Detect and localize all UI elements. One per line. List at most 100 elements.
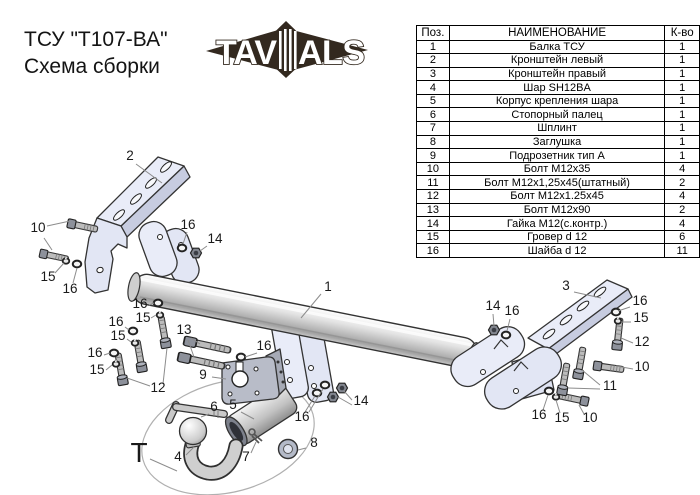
detail-view-label: Т — [130, 437, 147, 468]
title-line-1: ТСУ "Т107-ВА" — [24, 28, 168, 51]
leader-line — [199, 245, 208, 252]
callout-3: 3 — [562, 278, 570, 293]
washer-16 — [500, 330, 512, 340]
washer-16 — [543, 386, 555, 396]
leader-line — [148, 302, 155, 306]
callout-16: 16 — [132, 296, 147, 311]
callout-7: 7 — [242, 449, 250, 464]
leader-line — [190, 337, 201, 345]
leader-line — [126, 377, 151, 387]
left-bracket-part-2 — [84, 156, 191, 294]
leader-line — [617, 306, 631, 312]
spring-washer-15 — [551, 392, 561, 401]
leader-line — [126, 338, 132, 343]
callout-16: 16 — [294, 409, 309, 424]
lock-pin-part-6 — [165, 401, 228, 424]
leader-line — [542, 394, 549, 411]
logo-stripes — [279, 29, 297, 71]
washer-16 — [108, 348, 120, 358]
bolt-12 — [112, 352, 129, 387]
callout-16: 16 — [531, 407, 546, 422]
tavials-logo: TAV ALS — [206, 21, 368, 78]
leader-line — [581, 369, 601, 386]
washer-16 — [311, 388, 323, 398]
callout-15: 15 — [110, 328, 125, 343]
leader-line — [240, 411, 255, 420]
cap-part-8 — [277, 438, 299, 460]
leader-line — [162, 347, 168, 385]
leader-line — [337, 396, 353, 406]
washer-16 — [176, 243, 188, 253]
socket-plate-part-9 — [221, 348, 287, 405]
leader-line — [46, 220, 71, 227]
spring-washer-15 — [613, 316, 623, 325]
callout-15: 15 — [40, 269, 55, 284]
leader-line — [297, 447, 307, 451]
leader-line — [492, 313, 495, 327]
leader-line — [105, 364, 113, 371]
nut-14 — [189, 247, 203, 259]
leader-line — [124, 326, 130, 331]
callout-10: 10 — [30, 220, 45, 235]
leader-line — [250, 441, 257, 454]
logo-text-right: ALS — [298, 34, 364, 72]
leader-line — [211, 376, 227, 380]
callout-12: 12 — [150, 380, 165, 395]
callout-14: 14 — [207, 231, 223, 246]
leader-line — [72, 267, 78, 284]
callout-16: 16 — [180, 217, 195, 232]
washer-16 — [71, 259, 83, 269]
spring-washer-15 — [130, 338, 140, 347]
leader-line — [304, 395, 316, 413]
cotter-pin-part-7 — [248, 428, 263, 444]
nut-14 — [487, 324, 501, 336]
bolt-11 — [572, 346, 589, 381]
callout-5: 5 — [229, 397, 237, 412]
part-name: Шайба d 12 — [448, 243, 666, 258]
callout-11: 11 — [603, 378, 617, 393]
nut-14 — [335, 382, 349, 394]
callout-16: 16 — [256, 338, 271, 353]
leader-line — [244, 352, 258, 358]
callout-16: 16 — [62, 281, 77, 296]
leader-line — [54, 262, 65, 274]
leader-line — [567, 387, 601, 390]
leader-line — [555, 399, 561, 414]
bolt-10 — [592, 360, 625, 375]
page-title: ТСУ "Т107-ВА" Схема сборки — [24, 26, 168, 80]
part-qty: 11 — [664, 243, 700, 258]
title-line-2: Схема сборки — [24, 55, 160, 78]
leader-line — [150, 314, 157, 319]
bolt-10 — [66, 218, 99, 235]
spring-washer-15 — [111, 359, 121, 368]
leader-line — [185, 446, 195, 456]
callout-16: 16 — [108, 314, 123, 329]
washer-16 — [235, 352, 247, 362]
callout-10: 10 — [582, 410, 597, 425]
spring-washer-15 — [155, 310, 165, 319]
leader-line — [308, 388, 324, 413]
leader-line — [200, 413, 210, 418]
leader-line — [573, 291, 602, 299]
leader-line — [103, 352, 111, 356]
part-qty: 4 — [664, 161, 700, 177]
callout-13: 13 — [176, 322, 191, 337]
callout-9: 9 — [199, 367, 207, 382]
washer-16 — [152, 298, 164, 308]
callout-16: 16 — [632, 293, 647, 308]
leader-line — [578, 404, 585, 415]
callout-1: 1 — [324, 279, 332, 294]
callout-16: 16 — [87, 345, 102, 360]
callout-2: 2 — [126, 148, 134, 163]
bolt-12 — [155, 315, 172, 350]
